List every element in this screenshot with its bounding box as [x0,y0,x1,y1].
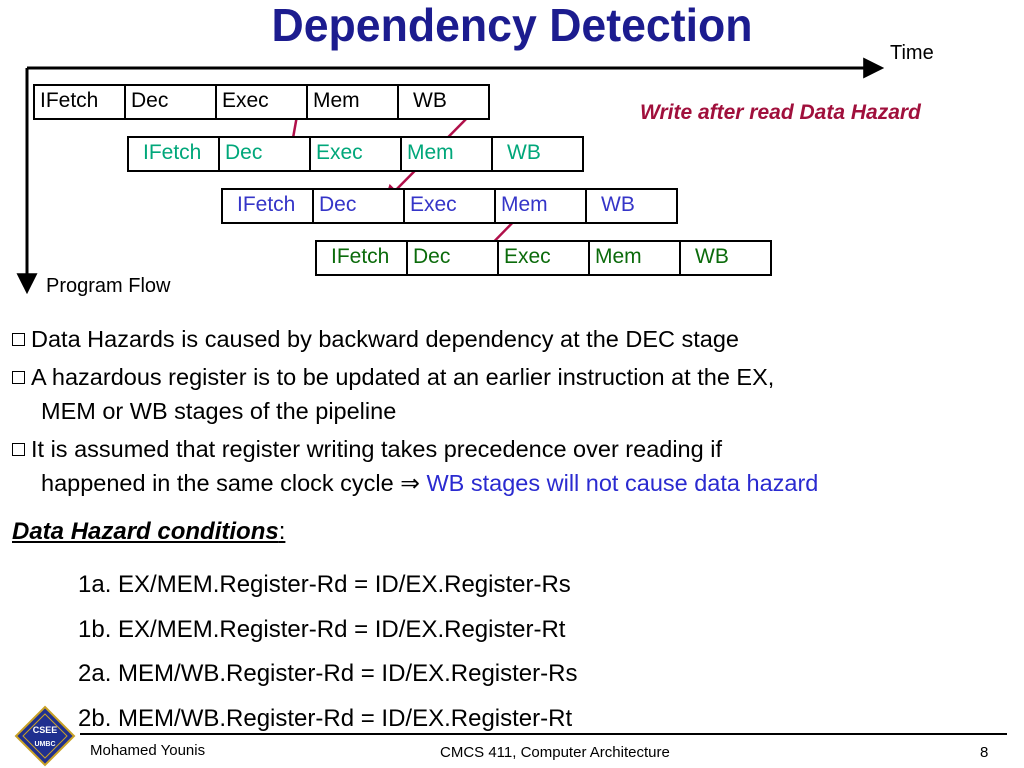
bullet-item: Data Hazards is caused by backward depen… [12,322,1012,356]
stage-cell: Exec [497,240,590,276]
stage-cell: Exec [403,188,496,224]
checkbox-bullet-icon [12,371,25,384]
stage-cell: WB [585,188,678,224]
bullet-item: A hazardous register is to be updated at… [12,360,1012,428]
condition-item: 2b. MEM/WB.Register-Rd = ID/EX.Register-… [78,704,573,732]
cse-umbc-logo-icon: CSEE UMBC [14,705,76,767]
stage-cell: IFetch [127,136,220,172]
stage-cell: Mem [588,240,681,276]
stage-cell: IFetch [33,84,126,120]
pipeline-row-4: IFetch Dec Exec Mem WB [315,240,772,276]
stage-cell: WB [491,136,584,172]
bullet-emphasis: WB stages will not cause data hazard [426,470,819,496]
stage-cell: WB [397,84,490,120]
footer-author: Mohamed Younis [90,742,206,759]
bullet-text: A hazardous register is to be updated at… [31,364,775,390]
program-flow-label: Program Flow [46,275,171,297]
implies-arrow-icon: ⇒ [400,470,420,496]
stage-cell: Mem [306,84,399,120]
stage-cell: WB [679,240,772,276]
logo-text-top: CSEE [33,725,58,735]
footer-course: CMCS 411, Computer Architecture [440,744,670,761]
stage-cell: Exec [215,84,308,120]
condition-item: 1a. EX/MEM.Register-Rd = ID/EX.Register-… [78,571,571,598]
stage-cell: Dec [312,188,405,224]
page-number: 8 [980,744,989,761]
stage-cell: Dec [406,240,499,276]
footer-divider [80,733,1007,735]
bullet-text: Data Hazards is caused by backward depen… [31,326,740,352]
conditions-colon: : [278,518,286,545]
stage-cell: Mem [494,188,587,224]
condition-item: 1b. EX/MEM.Register-Rd = ID/EX.Register-… [78,615,566,643]
bullet-item: It is assumed that register writing take… [12,432,1012,500]
conditions-heading: Data Hazard conditions: [12,518,285,546]
slide-title: Dependency Detection [271,0,753,51]
bullet-text-part: happened in the same clock cycle [41,470,394,496]
checkbox-bullet-icon [12,333,25,346]
time-label: Time [890,42,934,64]
stage-cell: Exec [309,136,402,172]
bullet-text: It is assumed that register writing take… [31,436,722,462]
pipeline-row-2: IFetch Dec Exec Mem WB [127,136,584,172]
bullet-text-continued: happened in the same clock cycle ⇒ WB st… [12,466,1012,500]
stage-cell: IFetch [315,240,408,276]
stage-cell: Dec [218,136,311,172]
pipeline-row-3: IFetch Dec Exec Mem WB [221,188,678,224]
stage-cell: IFetch [221,188,314,224]
bullet-text-continued: MEM or WB stages of the pipeline [41,398,397,424]
conditions-heading-text: Data Hazard conditions [12,518,279,545]
stage-cell: Dec [124,84,217,120]
stage-cell: Mem [400,136,493,172]
conditions-list: 1a. EX/MEM.Register-Rd = ID/EX.Register-… [78,563,577,741]
condition-item: 2a. MEM/WB.Register-Rd = ID/EX.Register-… [78,660,578,687]
checkbox-bullet-icon [12,443,25,456]
logo-text-bottom: UMBC [35,741,56,748]
bullet-list: Data Hazards is caused by backward depen… [12,322,1012,504]
pipeline-row-1: IFetch Dec Exec Mem WB [33,84,490,120]
hazard-type-label: Write after read Data Hazard [640,101,921,124]
